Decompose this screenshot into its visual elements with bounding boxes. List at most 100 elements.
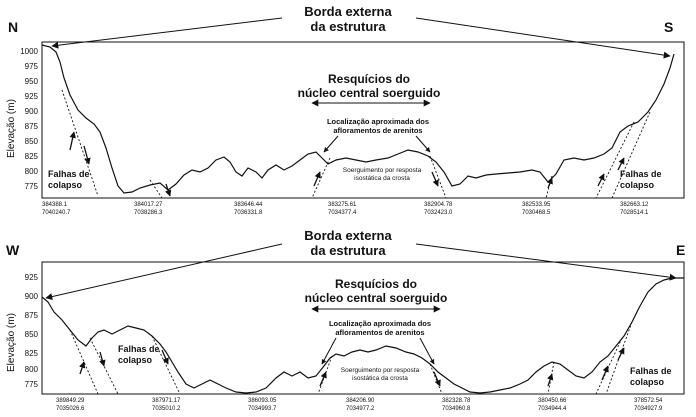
- coord-easting: 380450.66: [538, 398, 567, 404]
- collapse-faults-left-line1-ns: Falhas de: [48, 169, 90, 179]
- collapse-faults-left-line1-we: Falhas de: [118, 344, 160, 354]
- sandstone-note-line2-we: afloramentos de arenitos: [335, 328, 424, 337]
- coord-easting: 382663.12: [620, 202, 649, 208]
- x-coordinates-we: 389849.29 7035026.6 387971.17 7035010.2 …: [56, 398, 663, 412]
- displacement-arrow: [83, 145, 91, 165]
- displacement-arrow: [617, 157, 625, 171]
- x-coordinates-ns: 384388.1 7040240.7 384017.27 7038286.3 3…: [42, 202, 649, 216]
- collapse-faults-right-line1-we: Falhas de: [630, 366, 672, 376]
- rim-arrow-left-we: [45, 243, 283, 301]
- y-tick-label: 775: [25, 380, 39, 389]
- collapse-faults-right-line2-ns: colapso: [620, 180, 655, 190]
- fault-line: [61, 89, 99, 197]
- profile-we: W E Elevação (m) 925 900 875 850 825 800…: [6, 228, 685, 412]
- fault-line: [429, 155, 447, 199]
- fault-lines-ns: [61, 89, 651, 199]
- coord-northing: 7038286.3: [134, 210, 163, 216]
- direction-left-we: W: [6, 242, 20, 258]
- fault-line: [595, 337, 623, 395]
- coord-easting: 382328.78: [442, 398, 471, 404]
- coord-northing: 7030468.5: [522, 210, 551, 216]
- coord-northing: 7034944.4: [538, 406, 567, 412]
- coord-easting: 386093.05: [248, 398, 277, 404]
- sandstone-arrow-left-we: [321, 337, 337, 365]
- outer-rim-title-line1-we: Borda externa: [304, 228, 392, 243]
- outer-rim-title-line2-ns: da estrutura: [310, 19, 386, 34]
- displacement-arrow: [79, 361, 86, 375]
- coord-northing: 7034993.7: [248, 406, 277, 412]
- y-tick-label: 975: [25, 62, 39, 71]
- displacement-arrow: [546, 177, 553, 189]
- y-tick-label: 900: [25, 107, 39, 116]
- displacement-arrow: [601, 365, 609, 381]
- sandstone-arrow-right-ns: [415, 135, 431, 153]
- coord-easting: 382904.78: [424, 202, 453, 208]
- coord-northing: 7028514.1: [620, 210, 649, 216]
- coord-easting: 383646.44: [234, 202, 263, 208]
- rim-arrow-left-ns: [51, 17, 283, 49]
- y-tick-label: 800: [25, 167, 39, 176]
- y-tick-label: 925: [25, 273, 39, 282]
- coord-northing: 7035010.2: [152, 406, 181, 412]
- central-uplift-line1-ns: Resquícios do: [328, 72, 410, 86]
- fault-line: [429, 363, 443, 395]
- coord-easting: 389849.29: [56, 398, 85, 404]
- displacement-arrow: [433, 371, 441, 387]
- displacement-arrow: [69, 131, 76, 151]
- y-tick-label: 925: [25, 92, 39, 101]
- fault-line: [89, 337, 119, 395]
- collapse-faults-right-line2-we: colapso: [630, 377, 665, 387]
- outer-rim-title-line2-we: da estrutura: [310, 243, 386, 258]
- sandstone-arrow-right-we: [419, 337, 435, 365]
- plot-frame-we: [41, 261, 685, 395]
- coord-northing: 7034977.2: [346, 406, 375, 412]
- y-tick-label: 875: [25, 311, 39, 320]
- sandstone-note-line1-we: Localização aproximada dos: [329, 319, 431, 328]
- profile-ns: N S Elevação (m) 1000 975 950 925 900 87…: [6, 4, 685, 216]
- coord-northing: 7034960.8: [442, 406, 471, 412]
- y-tick-label: 825: [25, 152, 39, 161]
- sandstone-note-line1-ns: Localização aproximada dos: [327, 117, 429, 126]
- terrain-profile-we: [41, 277, 684, 394]
- rim-arrow-right-we: [415, 243, 677, 281]
- coord-northing: 7034927.9: [634, 406, 663, 412]
- fault-line: [311, 157, 331, 199]
- fault-arrows-we: [79, 347, 625, 387]
- displacement-arrow: [431, 171, 439, 187]
- coord-easting: 378572.54: [634, 398, 663, 404]
- direction-left-ns: N: [8, 19, 18, 35]
- coord-easting: 384206.90: [346, 398, 375, 404]
- collapse-faults-left-line2-we: colapso: [118, 355, 153, 365]
- displacement-arrow: [313, 171, 321, 187]
- collapse-faults-right-line1-ns: Falhas de: [620, 169, 662, 179]
- direction-right-we: E: [676, 242, 685, 258]
- y-ticks-we: 925 900 875 850 825 800 775: [25, 273, 39, 389]
- displacement-arrow: [319, 371, 327, 387]
- y-tick-label: 850: [25, 330, 39, 339]
- sandstone-note-line2-ns: afloramentos de arenitos: [333, 126, 422, 135]
- coord-easting: 382533.95: [522, 202, 551, 208]
- y-tick-label: 1000: [20, 47, 38, 56]
- central-uplift-line2-we: núcleo central soerguido: [305, 291, 448, 305]
- displacement-arrow: [617, 347, 625, 361]
- coord-easting: 383275.61: [328, 202, 357, 208]
- y-tick-label: 775: [25, 182, 39, 191]
- displacement-arrow: [597, 173, 605, 187]
- isostatic-note-line2-ns: isostática da crosta: [354, 175, 410, 182]
- coord-easting: 384017.27: [134, 202, 163, 208]
- coord-northing: 7036331.8: [234, 210, 263, 216]
- plot-frame-ns: [41, 41, 685, 199]
- fault-arrows-ns: [69, 131, 625, 197]
- coord-easting: 384388.1: [42, 202, 68, 208]
- fault-line: [605, 321, 633, 395]
- y-axis-label-ns: Elevação (m): [6, 99, 17, 158]
- coord-northing: 7035026.6: [56, 406, 85, 412]
- central-uplift-line1-we: Resquícios do: [335, 277, 417, 291]
- coord-easting: 387971.17: [152, 398, 181, 404]
- y-tick-label: 875: [25, 122, 39, 131]
- coord-northing: 7032423.0: [424, 210, 453, 216]
- displacement-arrow: [161, 349, 169, 365]
- isostatic-note-line2-we: isostática da crosta: [352, 375, 408, 382]
- y-tick-label: 900: [25, 292, 39, 301]
